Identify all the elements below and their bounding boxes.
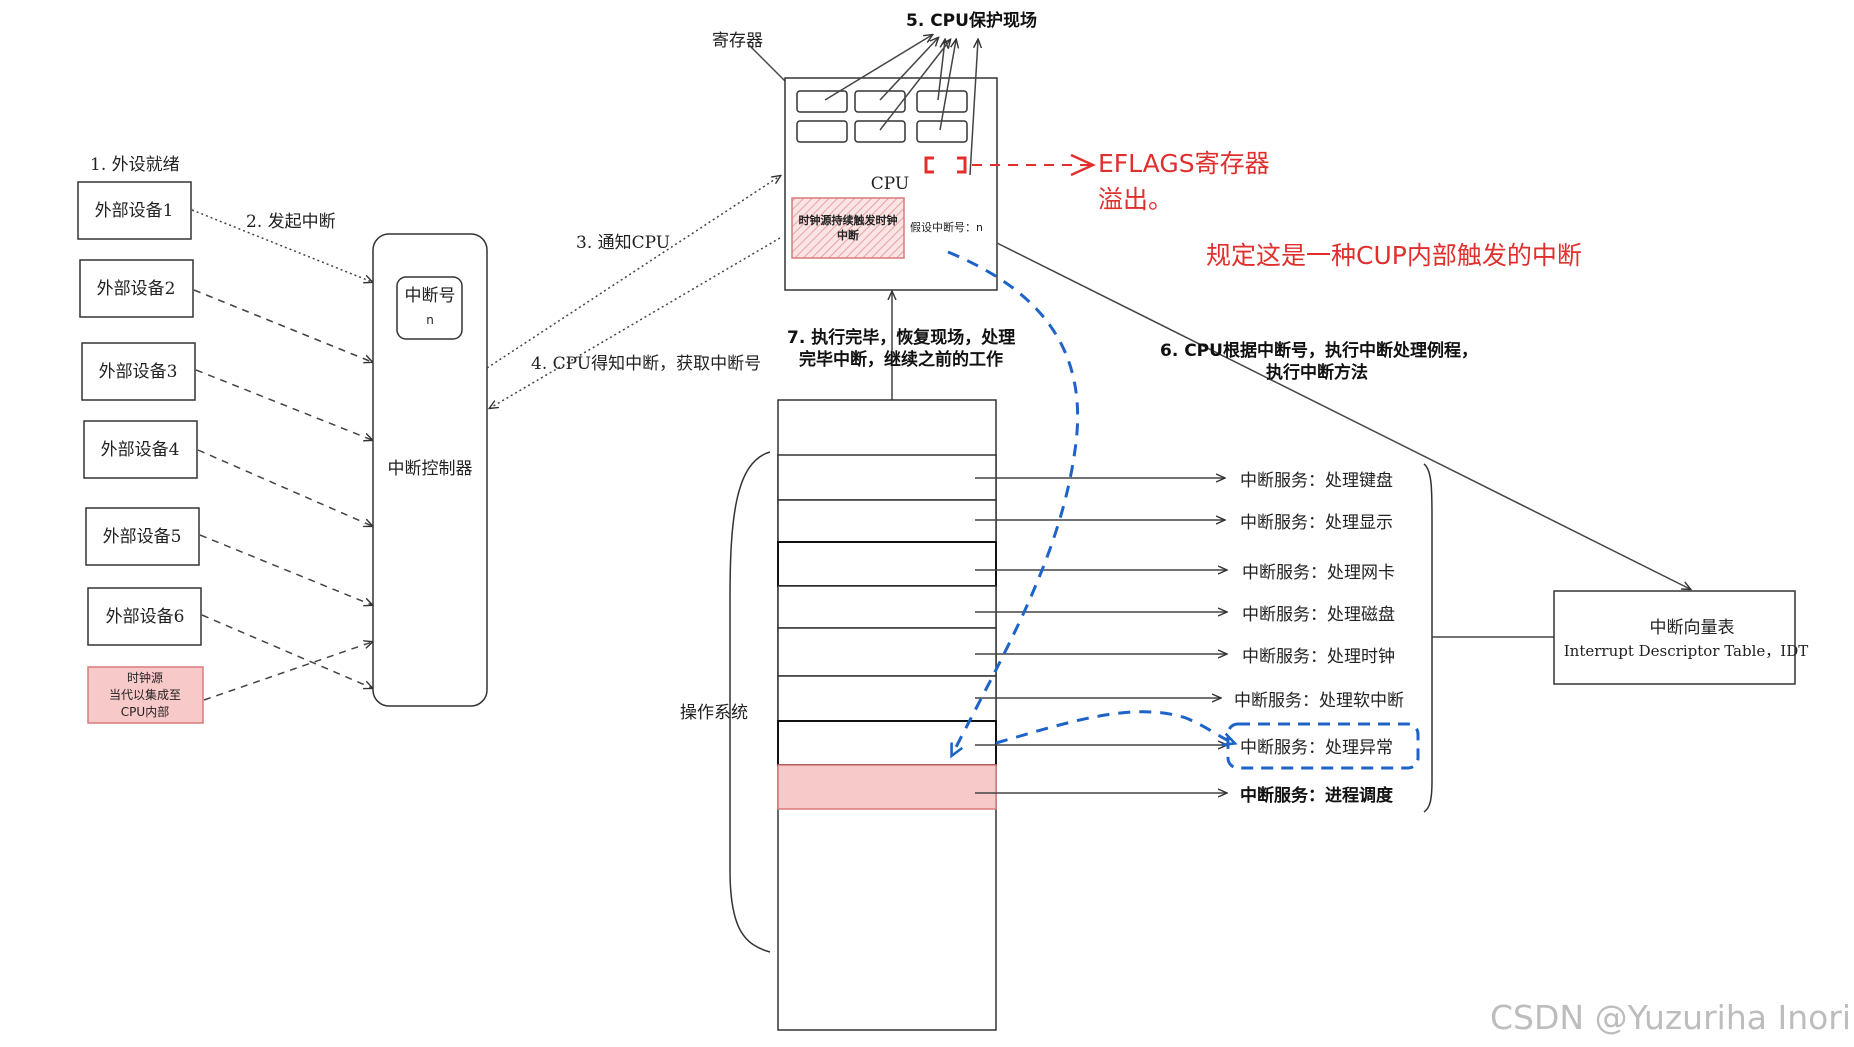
register-2	[854, 90, 906, 113]
device-5: 外部设备5	[85, 507, 200, 566]
cpu: CPU 时钟源持续触发时钟 中断 假设中断号：n	[784, 77, 998, 291]
arrow-save-6	[969, 40, 978, 176]
step-2-label: 2. 发起中断	[246, 212, 336, 232]
step-1-label: 1. 外设就绪	[90, 155, 180, 175]
eflags-label: EFLAGS寄存器	[1098, 149, 1270, 178]
cpu-clock-line-1: 时钟源持续触发时钟	[799, 213, 898, 227]
arrow-device-5	[199, 534, 372, 605]
device-6-label: 外部设备6	[106, 607, 185, 627]
device-5-label: 外部设备5	[103, 527, 182, 547]
cpu-label: CPU	[871, 174, 909, 194]
register-1	[796, 90, 848, 113]
step-5-label: 5. CPU保护现场	[906, 10, 1037, 31]
register-5	[854, 120, 906, 143]
device-4: 外部设备4	[83, 420, 198, 479]
register-4	[796, 120, 848, 143]
device-6: 外部设备6	[87, 587, 202, 646]
step-6-label-line-2: 执行中断方法	[1266, 362, 1368, 383]
clock-source-line-3: CPU内部	[121, 704, 169, 719]
arrow-save-1	[824, 35, 932, 101]
service-disk: 中断服务：处理磁盘	[1242, 605, 1395, 625]
arrow-device-4	[197, 449, 372, 526]
memory-row-7	[777, 720, 997, 766]
cpu-internal-note: 规定这是一种CUP内部触发的中断	[1206, 241, 1582, 270]
arrow-device-6	[201, 614, 372, 688]
register-6	[916, 120, 968, 143]
arrow-save-2	[879, 38, 938, 101]
os-brace	[729, 451, 771, 953]
registers-label: 寄存器	[712, 31, 763, 51]
device-1-label: 外部设备1	[95, 201, 174, 221]
step-3-label: 3. 通知CPU	[576, 233, 670, 253]
device-1: 外部设备1	[77, 181, 192, 240]
register-3	[916, 90, 968, 113]
idt-box: 中断向量表 Interrupt Descriptor Table，IDT	[1553, 590, 1808, 685]
arrow-device-3	[195, 369, 372, 440]
eflags-bracket-right	[957, 156, 967, 174]
arrow-save-3	[937, 40, 945, 101]
memory-row-3	[777, 541, 997, 587]
arrow-save-4	[879, 40, 950, 131]
interrupt-number-value: n	[426, 313, 434, 327]
memory-row-2	[777, 499, 997, 543]
step-4-label: 4. CPU得知中断，获取中断号	[531, 354, 761, 374]
step-7-label-line-2: 完毕中断，继续之前的工作	[799, 349, 1003, 370]
idt-title: 中断向量表	[1650, 618, 1735, 638]
service-scheduling: 中断服务：进程调度	[1240, 785, 1394, 806]
cpu-clock-line-2: 中断	[837, 228, 859, 242]
memory-row-1	[777, 454, 997, 501]
exception-highlight	[1226, 722, 1420, 770]
services-brace	[1423, 463, 1433, 813]
arrow-clock-source	[203, 642, 372, 701]
idt-subtitle: Interrupt Descriptor Table，IDT	[1564, 642, 1808, 660]
arrow-save-5	[939, 40, 956, 131]
os-memory-column	[777, 399, 997, 1031]
memory-row-4	[777, 585, 997, 629]
device-3-label: 外部设备3	[99, 362, 178, 382]
step-7-label-line-1: 7. 执行完毕，恢复现场，处理	[787, 327, 1015, 348]
eflags-bracket-left	[924, 156, 934, 174]
memory-row-5	[777, 627, 997, 677]
memory-row-6	[777, 675, 997, 722]
arrow-get-number	[490, 237, 781, 408]
clock-source-line-1: 时钟源	[127, 670, 163, 685]
memory-row-8	[777, 764, 997, 810]
clock-source-line-2: 当代以集成至	[109, 687, 181, 702]
service-exception: 中断服务：处理异常	[1240, 738, 1393, 758]
arrow-device-1	[191, 209, 372, 282]
device-2: 外部设备2	[79, 259, 194, 318]
arrow-notify-cpu	[486, 176, 780, 369]
interrupt-controller-label: 中断控制器	[388, 459, 473, 479]
overflow-label: 溢出。	[1098, 185, 1173, 214]
service-clock: 中断服务：处理时钟	[1242, 647, 1395, 667]
device-3: 外部设备3	[81, 342, 196, 401]
interrupt-number-label: 中断号	[405, 286, 456, 306]
interrupt-number-box	[396, 276, 463, 340]
cpu-clock-box	[791, 197, 905, 259]
device-2-label: 外部设备2	[97, 279, 176, 299]
arrow-cpu-to-idt	[996, 242, 1690, 589]
watermark: CSDN @Yuzuriha Inori	[1490, 998, 1851, 1037]
blue-arrow-to-exception-service	[995, 710, 1238, 747]
device-4-label: 外部设备4	[101, 440, 180, 460]
assumed-number-label: 假设中断号：n	[910, 220, 983, 234]
clock-source: 时钟源 当代以集成至 CPU内部	[87, 666, 204, 724]
interrupt-controller: 中断号 n 中断控制器	[372, 233, 488, 707]
os-label: 操作系统	[680, 703, 748, 723]
service-soft-interrupt: 中断服务：处理软中断	[1234, 691, 1404, 711]
service-network: 中断服务：处理网卡	[1242, 563, 1395, 583]
service-display: 中断服务：处理显示	[1240, 513, 1393, 533]
blue-arrow-to-exception-row	[947, 250, 1080, 759]
arrow-device-2	[193, 289, 372, 362]
step-6-label-line-1: 6. CPU根据中断号，执行中断处理例程，	[1160, 340, 1478, 361]
service-keyboard: 中断服务：处理键盘	[1240, 471, 1393, 491]
